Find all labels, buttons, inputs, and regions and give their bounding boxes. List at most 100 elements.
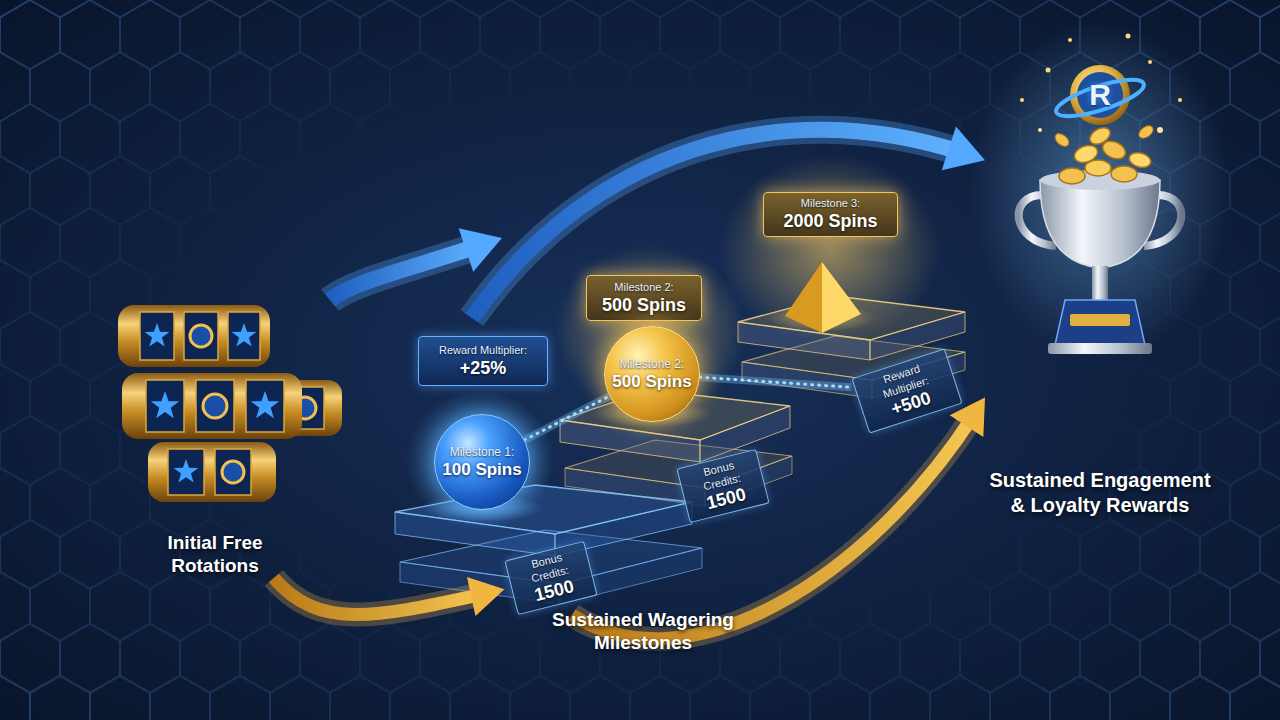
trophy-stem [1092, 266, 1108, 300]
sparkle [1148, 60, 1152, 64]
node-text: Milestone 2: [620, 357, 685, 372]
trophy-foot [1048, 343, 1152, 354]
arrow-glow [330, 245, 480, 300]
node-text: +25% [460, 358, 507, 379]
group-label-text: Sustained Wagering Milestones [536, 609, 750, 655]
node-text: Milestone 2: [614, 281, 673, 295]
node-text: 500 Spins [602, 295, 686, 316]
reel-window [246, 380, 284, 432]
reel-symbol [203, 394, 227, 418]
gem-face [822, 262, 861, 333]
flow-arrow [525, 396, 610, 440]
reel [122, 373, 302, 439]
milestone-sphere: Milestone 1:100 Spins [434, 414, 530, 510]
reel-symbol [251, 391, 280, 418]
milestone-sphere: Milestone 2:500 Spins [604, 326, 700, 422]
platform-side [870, 312, 965, 360]
sparkle [1157, 127, 1163, 133]
trophy-base [1055, 300, 1145, 345]
motion-streak [75, 455, 155, 461]
coin [1128, 150, 1153, 169]
trophy-group: Sustained Engagement & Loyalty Rewards [985, 55, 1215, 517]
reel-window [146, 380, 184, 432]
reel-window [228, 312, 260, 360]
node-text: Milestone 3: [801, 197, 860, 211]
reel-window [196, 380, 234, 432]
arrow-glow [572, 415, 974, 639]
arrow-heads [459, 228, 502, 272]
sparkle [1178, 98, 1182, 102]
callout-box: Milestone 2:500 Spins [586, 275, 702, 321]
coin [1111, 166, 1137, 182]
flow-arrow [274, 577, 505, 616]
reel-symbol [232, 323, 257, 347]
trophy-glow [970, 20, 1230, 360]
motion-streak [50, 387, 128, 393]
motion-streak [70, 346, 125, 351]
reel-window [140, 312, 174, 360]
reel [118, 305, 270, 367]
coin [1087, 124, 1113, 147]
callout-box: Reward Multiplier:+25% [418, 336, 548, 386]
trophy-plate [1070, 314, 1130, 326]
node-text: 100 Spins [442, 460, 521, 480]
platform-side [560, 420, 700, 462]
sparkle [1020, 98, 1024, 102]
flow-arrow [700, 377, 852, 387]
arrow-head [467, 577, 504, 616]
reel-symbol [222, 461, 244, 483]
trophy-bowl [1040, 180, 1160, 268]
coin [1137, 123, 1156, 140]
milestone-glow [405, 390, 555, 530]
motion-streak [68, 416, 128, 421]
arrow-line [700, 377, 852, 387]
reel-symbol [145, 323, 170, 347]
sparkle [1046, 68, 1051, 73]
arrow-glow [274, 578, 485, 615]
arrow-line [572, 415, 974, 639]
node-text: 2000 Spins [783, 211, 877, 232]
arrow-line [274, 578, 485, 615]
node-text: 500 Spins [612, 372, 691, 392]
logo-letter-text: R [1089, 78, 1111, 112]
arrow-glow [700, 377, 852, 387]
sparkle [1068, 38, 1072, 42]
node-text: Initial Free Rotations [150, 532, 280, 578]
bonus-tag: Bonus Credits:1500 [676, 449, 769, 523]
reel-symbol [151, 391, 180, 418]
reel-window [184, 312, 218, 360]
coin [1053, 131, 1072, 149]
arrow-head [459, 228, 502, 272]
flow-arrow [330, 127, 985, 318]
reel [148, 442, 276, 502]
reel-group: Initial Free Rotations [80, 300, 350, 578]
slot-reels [50, 305, 342, 502]
arrow-line [525, 396, 610, 440]
reel-window [215, 449, 251, 495]
logo-letter: R [1070, 74, 1130, 116]
trophy [1019, 34, 1182, 355]
arrow-glow [525, 396, 610, 440]
group-label: Sustained Wagering Milestones [536, 606, 750, 658]
node-text: Milestone 1: [450, 445, 515, 460]
logo-orbit [1053, 72, 1148, 123]
bonus-tag: Bonus Credits:1500 [504, 541, 597, 615]
pyramid-gem [767, 262, 877, 333]
motion-streak [55, 319, 125, 325]
arrow-glow [472, 130, 963, 318]
coin [1085, 160, 1111, 176]
sparkle [1038, 128, 1042, 132]
gem-face [785, 262, 822, 333]
callout-box: Milestone 3:2000 Spins [763, 192, 898, 237]
reel-window [168, 449, 204, 495]
sparkle [1126, 34, 1131, 39]
arrow-heads [467, 577, 504, 616]
coin [1059, 168, 1085, 184]
arrow-heads [942, 127, 985, 171]
flow-arrow [572, 398, 985, 639]
motion-streak [90, 482, 155, 487]
arrow-line [330, 245, 480, 300]
